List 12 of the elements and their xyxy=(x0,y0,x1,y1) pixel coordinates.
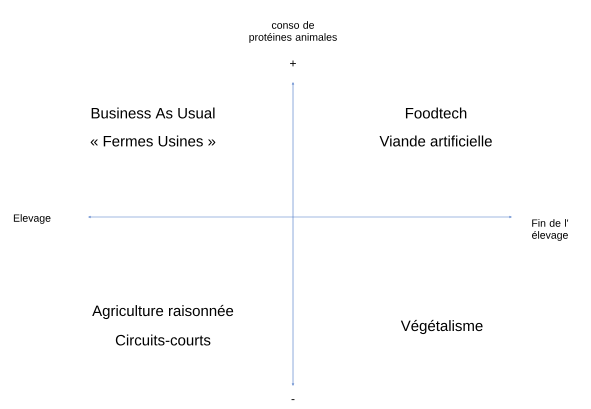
axis-label: Fin de l' élevage xyxy=(532,219,568,241)
quadrant-label: Végétalisme xyxy=(400,320,483,334)
quadrant-label: Viande artificielle xyxy=(380,136,492,146)
axis-sign: - xyxy=(292,399,294,400)
quadrant-label: Agriculture raisonnée xyxy=(92,304,234,320)
quadrant-label: Business As Usual xyxy=(92,108,214,118)
axis-label: conso de protéines animales xyxy=(249,21,337,43)
axis-sign: + xyxy=(290,60,296,66)
quadrant-label: Circuits-courts xyxy=(116,334,210,346)
quadrant-label: « Fermes Usines » xyxy=(90,136,216,146)
quadrant-label: Foodtech xyxy=(406,108,466,118)
axis-label: Elevage xyxy=(14,214,50,224)
